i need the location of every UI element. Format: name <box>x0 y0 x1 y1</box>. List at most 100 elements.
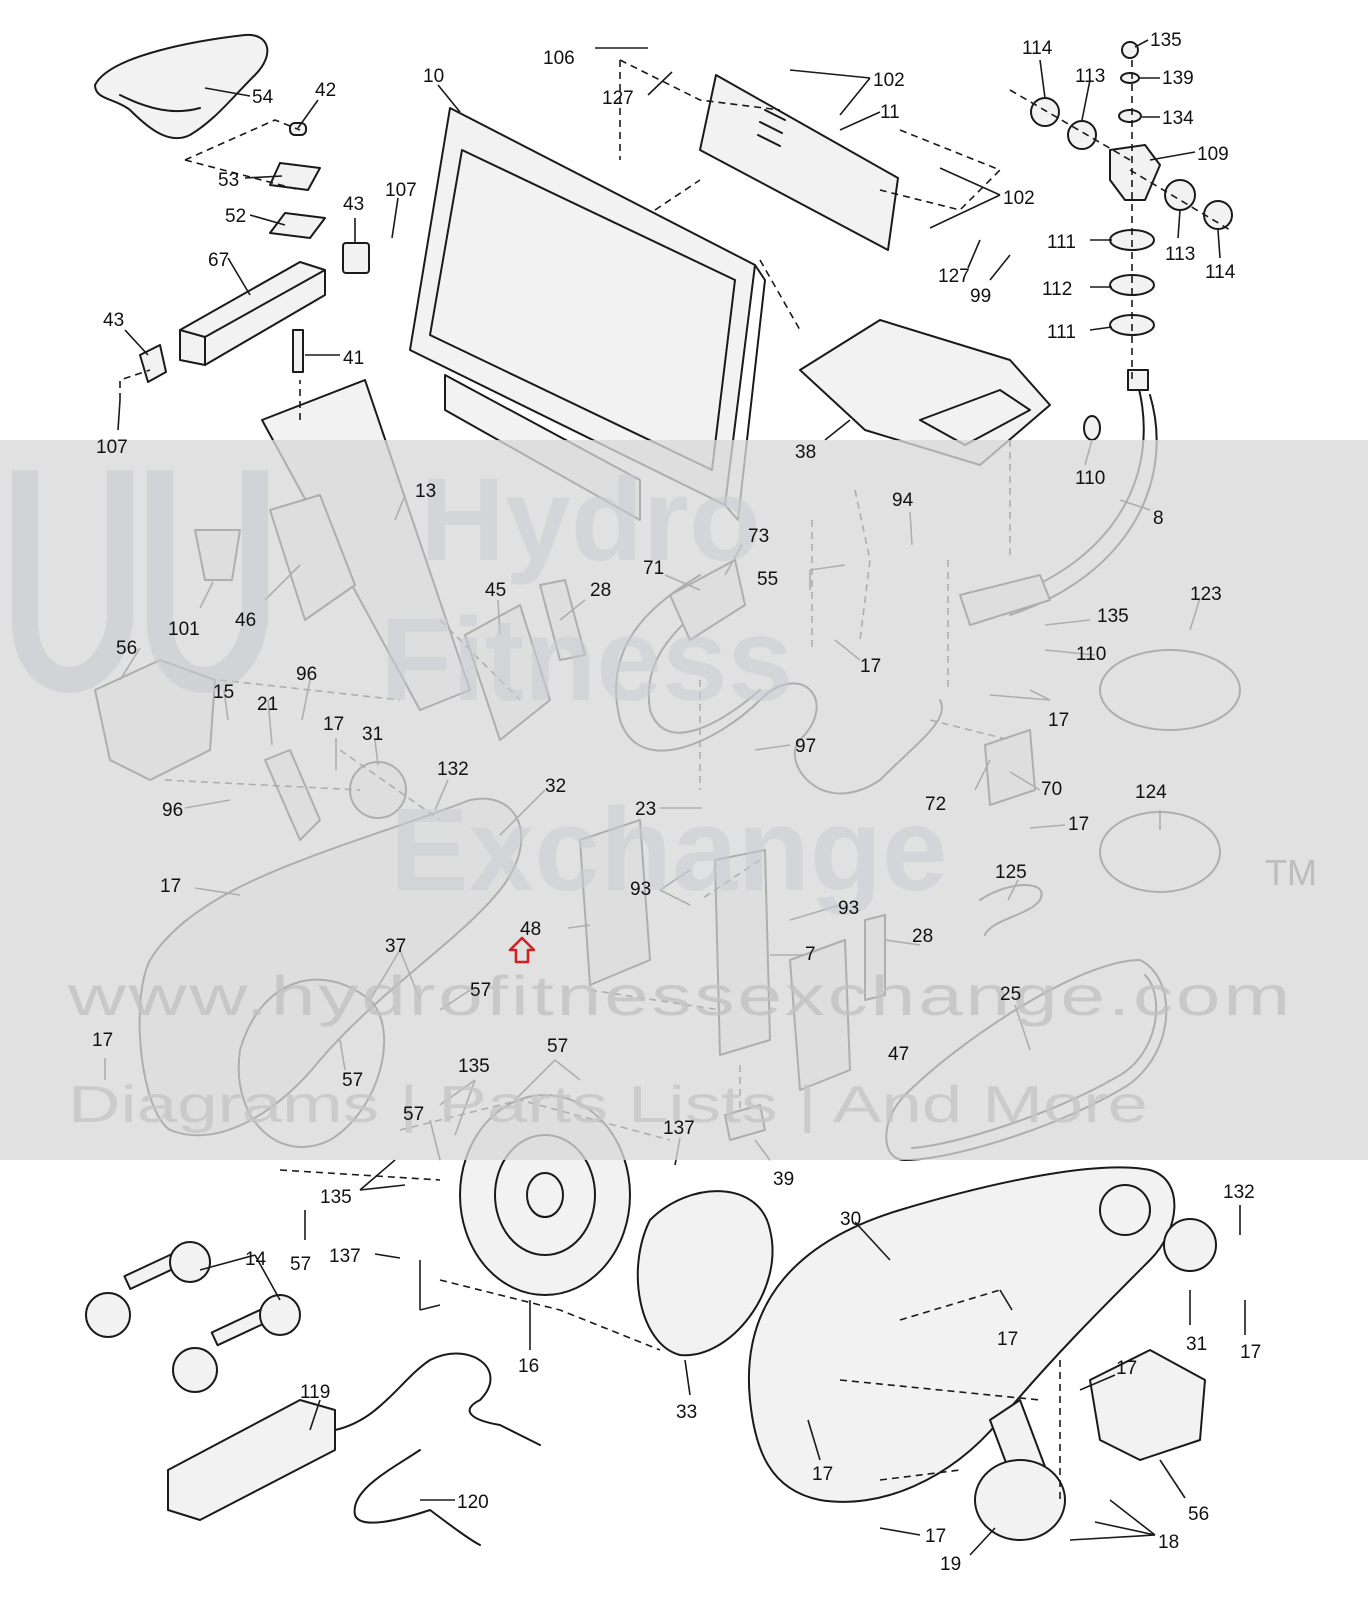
callout-23: 23 <box>635 799 656 820</box>
callout-132-right: 132 <box>1223 1182 1255 1203</box>
callout-135-lower: 135 <box>320 1187 352 1208</box>
callout-109: 109 <box>1197 144 1229 165</box>
callout-125: 125 <box>995 862 1027 883</box>
callout-17-mount: 17 <box>1068 814 1089 835</box>
callout-97: 97 <box>795 736 816 757</box>
watermark-tagline: Diagrams | Parts Lists | And More <box>68 1076 1148 1134</box>
watermark-band <box>0 440 1368 1160</box>
callout-8: 8 <box>1153 508 1164 529</box>
part-41 <box>292 329 304 373</box>
callout-135-top: 135 <box>1150 30 1182 51</box>
callout-21: 21 <box>257 694 278 715</box>
callout-33: 33 <box>676 1402 697 1423</box>
part-shroud-right <box>747 1166 1176 1503</box>
part-114a <box>1030 97 1060 127</box>
callout-99: 99 <box>970 286 991 307</box>
callout-10: 10 <box>423 66 444 87</box>
part-53 <box>269 162 321 191</box>
callout-43-top: 43 <box>343 194 364 215</box>
callout-112: 112 <box>1042 279 1072 300</box>
callout-28-bottom: 28 <box>912 926 933 947</box>
callout-54: 54 <box>252 87 274 108</box>
part-110a <box>1083 415 1101 441</box>
callout-57-center: 57 <box>547 1036 568 1057</box>
callout-107-top: 107 <box>385 180 417 201</box>
callout-17-right-edge: 17 <box>1240 1342 1261 1363</box>
part-113a <box>1067 120 1097 150</box>
part-upright-top <box>1127 369 1149 391</box>
callout-93-right: 93 <box>838 898 859 919</box>
callout-17-left: 17 <box>92 1030 113 1051</box>
callout-120: 120 <box>457 1492 489 1513</box>
callout-45: 45 <box>485 580 506 601</box>
part-19 <box>974 1459 1066 1541</box>
callout-53: 53 <box>218 170 239 191</box>
callout-106: 106 <box>543 48 575 69</box>
part-43a <box>342 242 370 274</box>
callout-124: 124 <box>1135 782 1167 803</box>
callout-15: 15 <box>213 682 234 703</box>
callout-37: 37 <box>385 936 406 957</box>
part-139 <box>1120 72 1140 84</box>
callout-43-left: 43 <box>103 310 124 331</box>
callout-17-upright: 17 <box>1048 710 1069 731</box>
callout-28-top: 28 <box>590 580 611 601</box>
callout-13: 13 <box>415 481 436 502</box>
callout-55: 55 <box>757 569 778 590</box>
callout-19: 19 <box>940 1554 961 1575</box>
callout-31-left: 31 <box>362 724 383 745</box>
callout-7: 7 <box>805 944 816 965</box>
watermark-line1: Hydro <box>420 454 761 586</box>
part-pedal-right <box>1089 1349 1206 1461</box>
callout-11: 11 <box>880 102 900 123</box>
watermark-url: www.hydrofitnessexchange.com <box>67 964 1293 1027</box>
callout-16: 16 <box>518 1356 539 1377</box>
part-30-hub <box>1099 1184 1151 1236</box>
callout-113-top: 113 <box>1075 66 1105 87</box>
callout-96-top: 96 <box>296 664 317 685</box>
callout-56-right: 56 <box>1188 1504 1209 1525</box>
highlight-arrow-icon <box>508 936 536 964</box>
callout-67: 67 <box>208 250 229 271</box>
callout-110-top: 110 <box>1075 468 1105 489</box>
callout-119: 119 <box>300 1382 330 1403</box>
part-113b <box>1164 179 1196 211</box>
part-135a <box>1121 41 1139 59</box>
callout-57-flywheel: 57 <box>403 1104 424 1125</box>
callout-17-right-shroud: 17 <box>997 1329 1018 1350</box>
part-14-weights <box>85 1241 301 1393</box>
callout-139: 139 <box>1162 68 1194 89</box>
callout-32: 32 <box>545 776 566 797</box>
part-power-cord <box>353 1449 481 1546</box>
watermark-line2: Fitness <box>380 594 793 726</box>
callout-123: 123 <box>1190 584 1222 605</box>
callout-94: 94 <box>892 490 914 511</box>
part-console-back <box>699 74 899 251</box>
part-114b <box>1203 200 1233 230</box>
callout-93-left: 93 <box>630 879 651 900</box>
callout-113-right: 113 <box>1165 244 1195 265</box>
callout-17-bottom: 17 <box>925 1526 946 1547</box>
callout-96-bottom: 96 <box>162 800 183 821</box>
callout-48: 48 <box>520 919 541 940</box>
callout-42: 42 <box>315 80 336 101</box>
watermark: Hydro Fitness Exchange TM www.hydrofitne… <box>0 440 1368 1160</box>
callout-127-top: 127 <box>602 88 634 109</box>
callout-25: 25 <box>1000 984 1021 1005</box>
callout-18: 18 <box>1158 1532 1179 1553</box>
callout-17-pedal: 17 <box>1116 1358 1137 1379</box>
callout-31-right: 31 <box>1186 1334 1207 1355</box>
watermark-logo-icon <box>12 470 268 693</box>
watermark-line3: Exchange <box>390 784 947 916</box>
part-seat-slide <box>179 261 326 366</box>
part-seat <box>94 33 269 140</box>
callout-73: 73 <box>748 526 769 547</box>
callout-137-bottom: 137 <box>329 1246 361 1267</box>
callout-71: 71 <box>643 558 664 579</box>
callout-102-top: 102 <box>873 70 905 91</box>
callout-14: 14 <box>245 1249 267 1270</box>
callout-17-shroud: 17 <box>160 876 181 897</box>
callout-46: 46 <box>235 610 256 631</box>
callout-114-right: 114 <box>1205 262 1236 283</box>
